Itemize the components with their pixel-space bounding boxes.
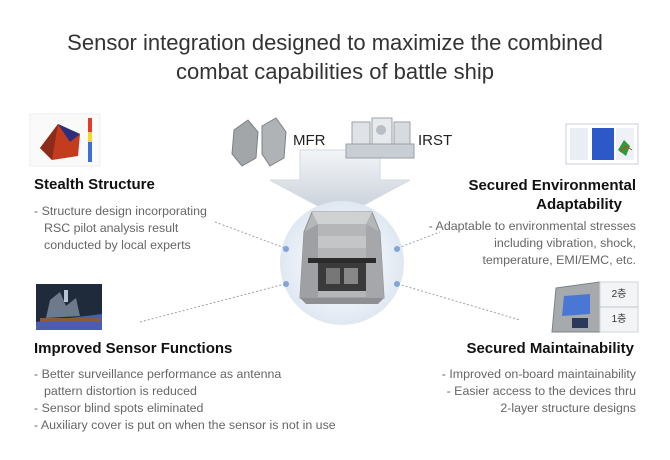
mfr-label: MFR [293,132,326,149]
panel-label-lower: 1층 [611,314,627,325]
irst-sensor-image [345,117,415,159]
maintainability-line-1: - Improved on-board maintainability [441,367,636,381]
stealth-rcs-plot [29,113,101,167]
sensor-description: - Better surveillance performance as ant… [34,366,336,434]
stealth-description: - Structure design incorporating RSC pil… [34,203,207,254]
environmental-line-2: including vibration, shock, [494,236,636,250]
maintainability-title: Secured Maintainability [466,340,634,357]
stealth-line-3: conducted by local experts [44,238,191,252]
connector-stealth [214,221,286,249]
page-title: Sensor integration designed to maximize … [0,28,670,86]
mfr-antenna-image [231,117,287,167]
maintainability-line-3: 2-layer structure designs [500,401,636,415]
environmental-title-line-2: Adaptability [536,196,622,213]
environmental-description: - Adaptable to environmental stresses in… [429,218,636,269]
environmental-line-1: - Adaptable to environmental stresses [428,219,636,233]
dot-environmental [394,246,400,252]
title-line-2: combat capabilities of battle ship [176,59,494,84]
connector-environmental [397,231,441,249]
title-line-1: Sensor integration designed to maximize … [67,30,603,55]
integrated-mast-image [299,211,385,304]
stealth-line-1: - Structure design incorporating [34,204,207,218]
dot-maintainability [394,281,400,287]
stealth-title: Stealth Structure [34,176,155,193]
connector-sensor [139,283,286,323]
sensor-line-1: - Better surveillance performance as ant… [34,367,282,381]
environmental-line-3: temperature, EMI/EMC, etc. [482,253,636,267]
maintainability-description: - Improved on-board maintainability - Ea… [442,366,636,417]
sensor-line-4: - Auxiliary cover is put on when the sen… [34,418,336,432]
environmental-title-line-1: Secured Environmental [468,177,636,194]
sensor-title: Improved Sensor Functions [34,340,233,357]
connector-maintainability [397,283,521,321]
irst-label: IRST [418,132,453,149]
environmental-title: Secured Environmental Adaptability [468,176,636,214]
sensor-line-3: - Sensor blind spots eliminated [34,401,204,415]
sensor-simulation-image [36,284,102,330]
dot-sensor [283,281,289,287]
panel-label-upper: 2층 [611,289,627,300]
maintainability-cutaway-image [551,281,639,333]
sensor-line-2: pattern distortion is reduced [44,384,197,398]
maintainability-line-2: - Easier access to the devices thru [446,384,636,398]
dot-stealth [283,246,289,252]
stealth-line-2: RSC pilot analysis result [44,221,179,235]
environmental-analysis-image [565,123,639,165]
